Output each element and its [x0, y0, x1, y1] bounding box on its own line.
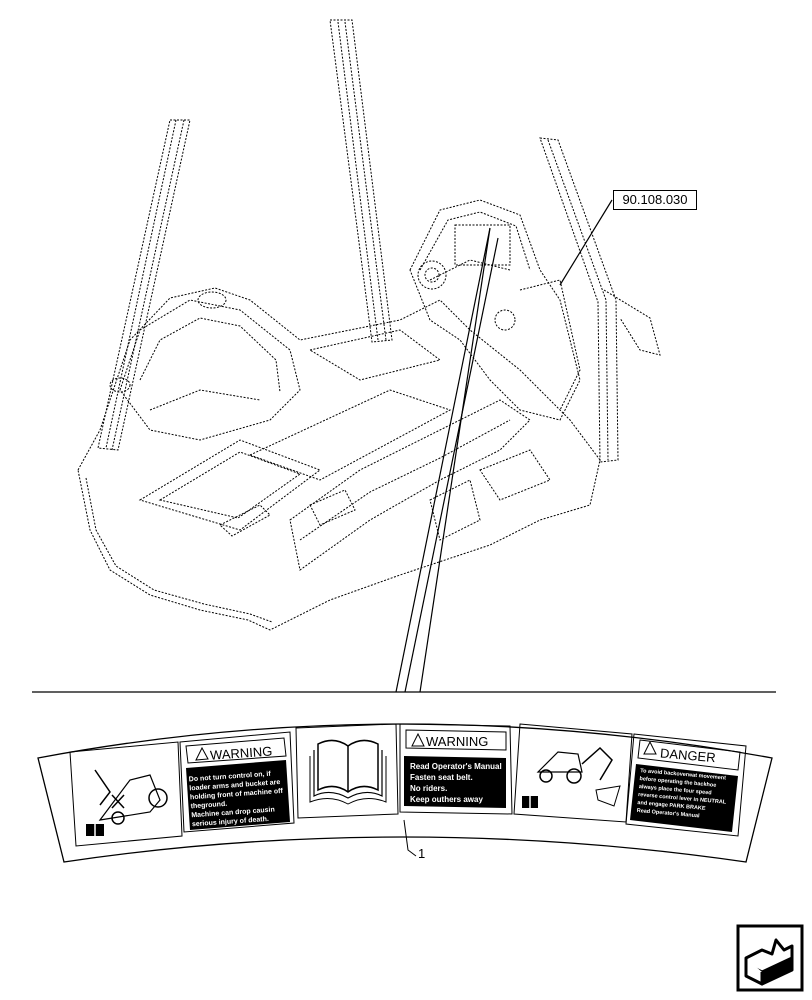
item-number-label: 1	[418, 846, 426, 861]
pictogram-backhoe	[513, 723, 633, 823]
danger-line-6: Read Operator's Manual	[636, 808, 700, 820]
safety-decal: WARNING Do not turn control on, if loade…	[37, 723, 773, 863]
danger-line-5: and engage PARK BRAKE	[637, 800, 706, 812]
warning-1-line-4: theground.	[190, 801, 227, 811]
warning-panel-1: WARNING Do not turn control on, if loade…	[179, 731, 295, 833]
pictogram-loader-arms	[69, 741, 183, 847]
danger-panel: DANGER To avoid backoverwat movement bef…	[625, 733, 747, 837]
warning-1-header: WARNING	[210, 743, 273, 762]
warning-2-line-2: Fasten seat belt.	[410, 773, 473, 782]
decal-outline	[37, 723, 773, 863]
danger-header: DANGER	[660, 745, 717, 765]
next-page-arrow-icon[interactable]	[736, 924, 804, 992]
reference-number-box[interactable]: 90.108.030	[613, 190, 697, 210]
warning-2-header: WARNING	[426, 734, 488, 749]
warning-2-line-1: Read Operator's Manual	[410, 762, 502, 771]
warning-2-line-4: Keep outhers away	[410, 795, 483, 804]
warning-panel-2: WARNING Read Operator's Manual Fasten se…	[399, 723, 513, 815]
open-book-icon	[295, 723, 399, 819]
item-leader	[403, 819, 417, 857]
leader-lines	[395, 199, 613, 693]
warning-2-line-3: No riders.	[410, 784, 447, 793]
cab-floor-assembly	[77, 19, 661, 631]
